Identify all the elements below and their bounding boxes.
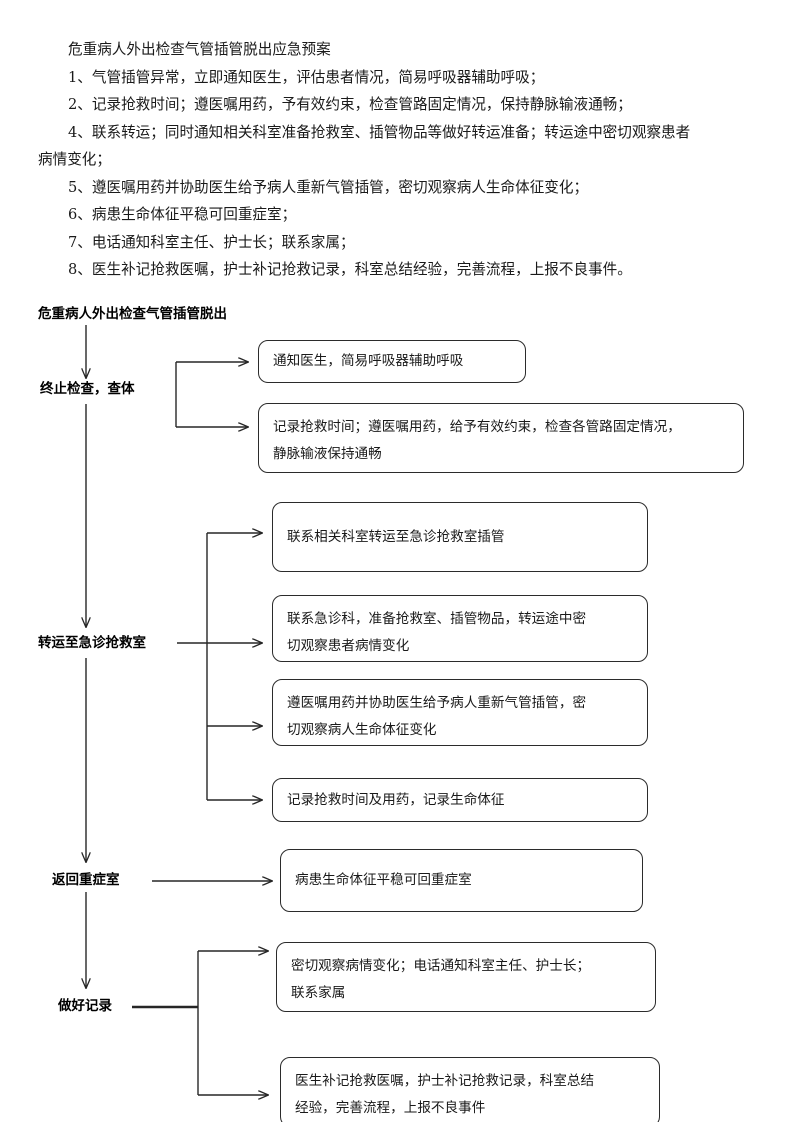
action-box-reintubate-text: 遵医嘱用药并协助医生给予病人重新气管插管，密 切观察病人生命体征变化 [287,695,587,738]
action-box-stable-return-icu-text: 病患生命体征平稳可回重症室 [295,872,472,888]
action-box-contact-er-text: 联系急诊科，准备抢救室、插管物品，转运途中密 切观察患者病情变化 [287,611,587,654]
action-box-contact-er: 联系急诊科，准备抢救室、插管物品，转运途中密 切观察患者病情变化 [272,595,648,662]
plan-line-2: 2、记录抢救时间；遵医嘱用药，予有效约束，检查管路固定情况，保持静脉输液通畅； [68,96,632,113]
action-box-record-vitals: 记录抢救时间及用药，记录生命体征 [272,778,648,822]
action-box-contact-dept-text: 联系相关科室转运至急诊抢救室插管 [287,528,505,545]
plan-line-6: 6、病患生命体征平稳可回重症室； [68,206,297,223]
plan-line-1: 1、气管插管异常，立即通知医生，评估患者情况，简易呼吸器辅助呼吸； [68,68,545,86]
plan-line-8: 8、医生补记抢救医嘱，护士补记抢救记录，科室总结经验，完善流程，上报不良事件。 [68,261,632,278]
action-box-notify-doctor: 通知医生，简易呼吸器辅助呼吸 [258,340,526,383]
action-box-supplement-records-text: 医生补记抢救医嘱，护士补记抢救记录，科室总结 经验，完善流程，上报不良事件 [295,1073,595,1116]
action-box-stable-return-icu: 病患生命体征平稳可回重症室 [280,849,643,912]
plan-line-7: 7、电话通知科室主任、护士长；联系家属； [68,233,355,251]
action-box-notify-doctor-text: 通知医生，简易呼吸器辅助呼吸 [273,353,464,369]
stage-label-record: 做好记录 [58,998,112,1014]
action-box-reintubate: 遵医嘱用药并协助医生给予病人重新气管插管，密 切观察病人生命体征变化 [272,679,648,746]
plan-text-block: 危重病人外出检查气管插管脱出应急预案 1、气管插管异常，立即通知医生，评估患者情… [38,36,754,284]
action-box-supplement-records: 医生补记抢救医嘱，护士补记抢救记录，科室总结 经验，完善流程，上报不良事件 [280,1057,660,1122]
stage-label-transfer-er: 转运至急诊抢救室 [38,635,146,651]
action-box-record-time: 记录抢救时间；遵医嘱用药，给予有效约束，检查各管路固定情况， 静脉输液保持通畅 [258,403,744,473]
action-box-record-vitals-text: 记录抢救时间及用药，记录生命体征 [287,791,505,808]
plan-line-4: 4、联系转运；同时通知相关科室准备抢救室、插管物品等做好转运准备；转运途中密切观… [68,123,691,141]
flowchart-heading: 危重病人外出检查气管插管脱出 [38,306,227,322]
plan-line-4-cont: 病情变化； [38,151,111,168]
action-box-contact-dept: 联系相关科室转运至急诊抢救室插管 [272,502,648,572]
plan-title: 危重病人外出检查气管插管脱出应急预案 [68,41,331,58]
plan-line-5: 5、遵医嘱用药并协助医生给予病人重新气管插管，密切观察病人生命体征变化； [68,178,589,196]
stage-label-return-icu: 返回重症室 [52,872,120,888]
stage-label-terminate-exam: 终止检查，查体 [40,381,135,397]
action-box-record-time-text: 记录抢救时间；遵医嘱用药，给予有效约束，检查各管路固定情况， 静脉输液保持通畅 [273,419,681,462]
action-box-observe-notify: 密切观察病情变化；电话通知科室主任、护士长； 联系家属 [276,942,656,1012]
action-box-observe-notify-text: 密切观察病情变化；电话通知科室主任、护士长； 联系家属 [291,958,591,1001]
